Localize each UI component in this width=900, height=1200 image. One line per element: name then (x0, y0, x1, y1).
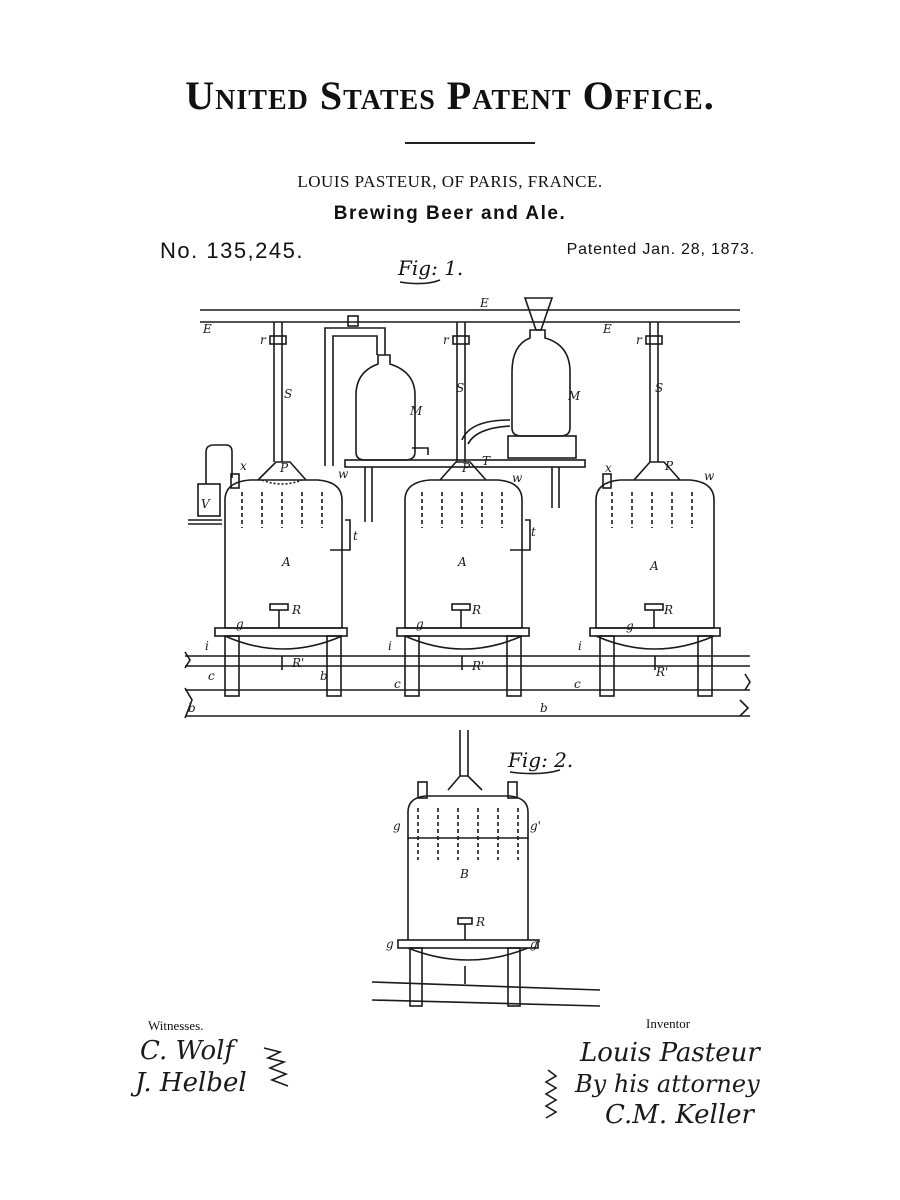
label-R-2: R (471, 603, 481, 617)
inventor-heading: Inventor (646, 1016, 691, 1031)
label-r-3: r (636, 333, 643, 347)
patent-subject: Brewing Beer and Ale. (333, 203, 567, 224)
label-g-fig2-top: g (393, 819, 401, 833)
label-g-3: g (626, 619, 634, 633)
bottle-right: M (461, 329, 581, 459)
fig1-label: Fig: 1. (398, 256, 464, 280)
overhead-pipe: E E E (200, 296, 740, 336)
label-b-3: b (188, 701, 196, 715)
label-gp-fig2-bottom: g' (530, 937, 541, 951)
vat-3: A P x w R g R' (589, 459, 721, 697)
label-Rp-1: R' (291, 656, 304, 670)
label-i-3: i (578, 639, 582, 653)
label-M-1: M (409, 404, 423, 418)
witness-signature-1: C. Wolf (140, 1036, 235, 1066)
label-w-2: w (512, 471, 523, 485)
label-c-1: c (208, 669, 215, 683)
label-b-2: b (540, 701, 548, 715)
signature-flourish-left (263, 1047, 289, 1087)
vat-2: A P w t R g R' (396, 461, 536, 697)
label-R-3: R (663, 603, 673, 617)
label-T: T (482, 454, 491, 468)
label-c-2: c (394, 677, 401, 691)
bottle-left: M (355, 354, 429, 461)
label-b-1: b (320, 669, 328, 683)
label-S-3: S (655, 381, 663, 395)
patent-date: Patented Jan. 28, 1873. (566, 241, 755, 258)
label-Rp-3: R' (655, 665, 668, 679)
label-g-fig2-bottom: g (386, 937, 394, 951)
label-P-3: P (664, 459, 674, 473)
witnesses-heading: Witnesses. (148, 1018, 204, 1033)
label-E-right: E (602, 322, 612, 336)
label-i-2: i (388, 639, 392, 653)
label-g-2: g (416, 617, 424, 631)
label-E-left: E (202, 322, 212, 336)
siphon-tube (324, 315, 386, 466)
fig2-label: Fig: 2. (508, 748, 574, 772)
label-w-1: w (338, 467, 349, 481)
label-P-2: P (461, 461, 471, 475)
label-S-1: S (284, 387, 292, 401)
label-t-2: t (531, 525, 536, 539)
inventor-line: LOUIS PASTEUR, OF PARIS, FRANCE. (297, 172, 603, 191)
title-rule (405, 142, 535, 144)
office-title: United States Patent Office. (185, 73, 715, 118)
inventor-signature: Louis Pasteur (580, 1038, 760, 1068)
label-M-2: M (567, 389, 581, 403)
label-x-1: x (240, 459, 247, 473)
label-r-2: r (443, 333, 450, 347)
label-V: V (201, 497, 211, 511)
label-B: B (459, 867, 469, 881)
label-A-2: A (457, 555, 467, 569)
label-A-1: A (281, 555, 291, 569)
sprinkler-pipes: r r r S S S (260, 322, 663, 462)
label-x-3: x (605, 461, 612, 475)
label-E-center: E (479, 296, 489, 310)
label-g-1: g (236, 617, 244, 631)
label-R-fig2: R (475, 915, 485, 929)
label-c-3: c (574, 677, 581, 691)
label-t-1: t (353, 529, 358, 543)
fig1-underline (399, 279, 441, 285)
label-r-1: r (260, 333, 267, 347)
by-attorney-text: By his attorney (575, 1070, 760, 1098)
floor-beams: c c c b b b i i i (184, 639, 751, 719)
label-S-2: S (456, 381, 464, 395)
witness-signature-2: J. Helbel (135, 1068, 247, 1098)
label-w-3: w (704, 469, 715, 483)
label-i-1: i (205, 639, 209, 653)
signature-flourish-right (544, 1069, 558, 1119)
funnel (523, 297, 554, 331)
label-A-3: A (649, 559, 659, 573)
attorney-signature: C.M. Keller (605, 1100, 754, 1130)
fig2-underline (509, 769, 561, 775)
label-R-1: R (291, 603, 301, 617)
label-P-1: P (279, 461, 289, 475)
shelf: T (344, 454, 586, 522)
vat-1: A P x w t R g R' (214, 459, 358, 697)
label-gp-fig2-top: g' (530, 819, 541, 833)
fig2-vessel: B R g g' g g' (371, 730, 601, 1007)
patent-number: No. 135,245. (160, 238, 304, 263)
jar-V: V (188, 444, 233, 525)
